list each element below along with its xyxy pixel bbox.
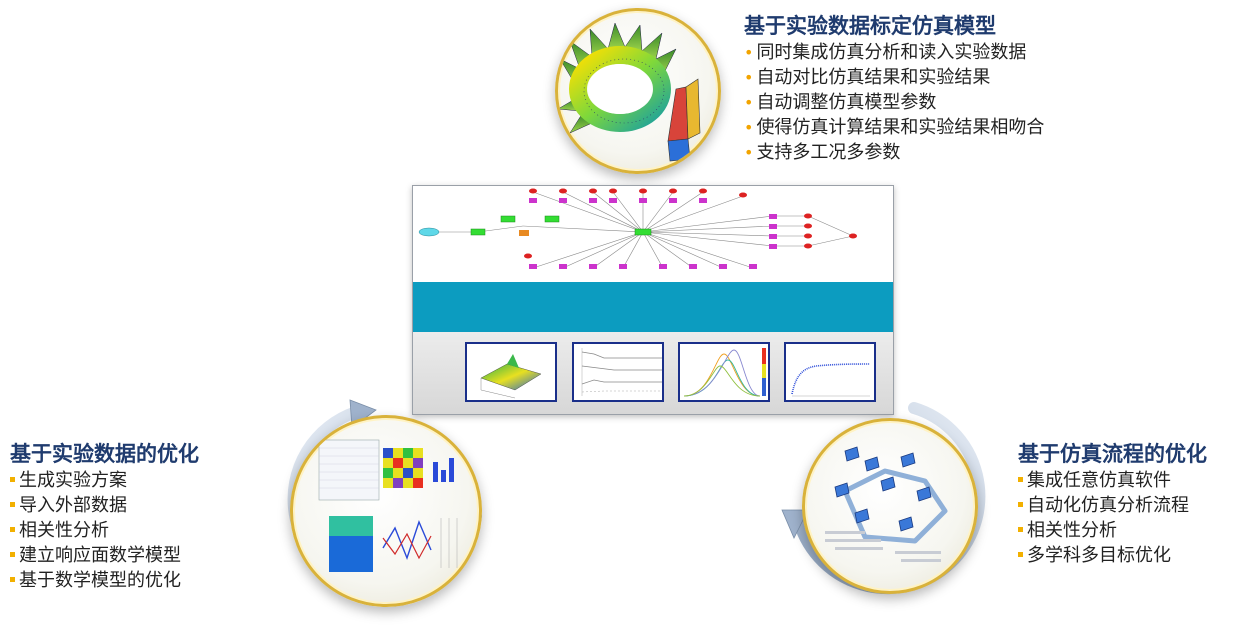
bullet-icon <box>10 527 15 532</box>
peak-curves-thumbnail <box>678 342 770 402</box>
workflow-graph <box>418 188 857 269</box>
bullet-icon <box>10 502 15 507</box>
title-process-optimization: 基于仿真流程的优化 <box>1018 441 1207 466</box>
bullet-icon <box>10 552 15 557</box>
process-flow-icon <box>825 446 948 562</box>
bullet-icon <box>1018 502 1023 507</box>
bullet-icon: • <box>744 43 754 62</box>
list-item: 基于数学模型的优化 <box>10 568 199 593</box>
list-item: •同时集成仿真分析和读入实验数据 <box>744 42 1027 63</box>
title-calibration: 基于实验数据标定仿真模型 <box>744 13 996 38</box>
bullet-icon <box>1018 477 1023 482</box>
history-chart-thumbnail <box>572 342 664 402</box>
convergence-chart-thumbnail <box>784 342 876 402</box>
workflow-panel <box>412 185 894 415</box>
peak-curves-icon <box>683 348 766 397</box>
dashboard-icon <box>318 439 458 572</box>
list-item: 相关性分析 <box>1018 518 1207 543</box>
list-item: 导入外部数据 <box>10 493 199 518</box>
list-process-optimization: 集成任意仿真软件 自动化仿真分析流程 相关性分析 多学科多目标优化 <box>1018 468 1207 568</box>
bullet-icon <box>1018 527 1023 532</box>
bullet-icon <box>10 477 15 482</box>
list-item: 生成实验方案 <box>10 468 199 493</box>
block-experiment-optimization: 基于实验数据的优化 生成实验方案 导入外部数据 相关性分析 建立响应面数学模型 … <box>10 440 199 593</box>
bullet-icon <box>10 577 15 582</box>
analysis-dashboard-image <box>290 415 482 607</box>
process-flow-image <box>802 418 978 594</box>
list-item: 建立响应面数学模型 <box>10 543 199 568</box>
list-item: •支持多工况多参数 <box>744 142 901 163</box>
list-item: 多学科多目标优化 <box>1018 543 1207 568</box>
result-thumbnails <box>413 332 893 414</box>
block-calibration: 基于实验数据标定仿真模型 •同时集成仿真分析和读入实验数据 •自动对比仿真结果和… <box>744 12 1044 165</box>
list-item: 自动化仿真分析流程 <box>1018 493 1207 518</box>
list-item: •自动调整仿真模型参数 <box>744 92 937 113</box>
teal-band <box>413 282 893 332</box>
bullet-icon: • <box>744 143 754 162</box>
title-experiment-optimization: 基于实验数据的优化 <box>10 441 199 466</box>
block-process-optimization: 基于仿真流程的优化 集成任意仿真软件 自动化仿真分析流程 相关性分析 多学科多目… <box>1018 440 1207 568</box>
bullet-icon: • <box>744 93 754 112</box>
surface-plot-thumbnail <box>465 342 557 402</box>
bullet-icon: • <box>744 68 754 87</box>
list-experiment-optimization: 生成实验方案 导入外部数据 相关性分析 建立响应面数学模型 基于数学模型的优化 <box>10 468 199 593</box>
list-item: •自动对比仿真结果和实验结果 <box>744 67 991 88</box>
list-item: 集成任意仿真软件 <box>1018 468 1207 493</box>
list-item: 相关性分析 <box>10 518 199 543</box>
surface-plot-icon <box>480 354 542 399</box>
turbine-icon <box>558 22 701 162</box>
list-item: •使得仿真计算结果和实验结果相吻合 <box>744 117 1045 138</box>
history-chart-icon <box>581 348 662 396</box>
turbine-image <box>555 8 721 174</box>
list-calibration: •同时集成仿真分析和读入实验数据 •自动对比仿真结果和实验结果 •自动调整仿真模… <box>744 40 1044 165</box>
convergence-chart-icon <box>791 363 871 397</box>
bullet-icon: • <box>744 118 754 137</box>
bullet-icon <box>1018 552 1023 557</box>
